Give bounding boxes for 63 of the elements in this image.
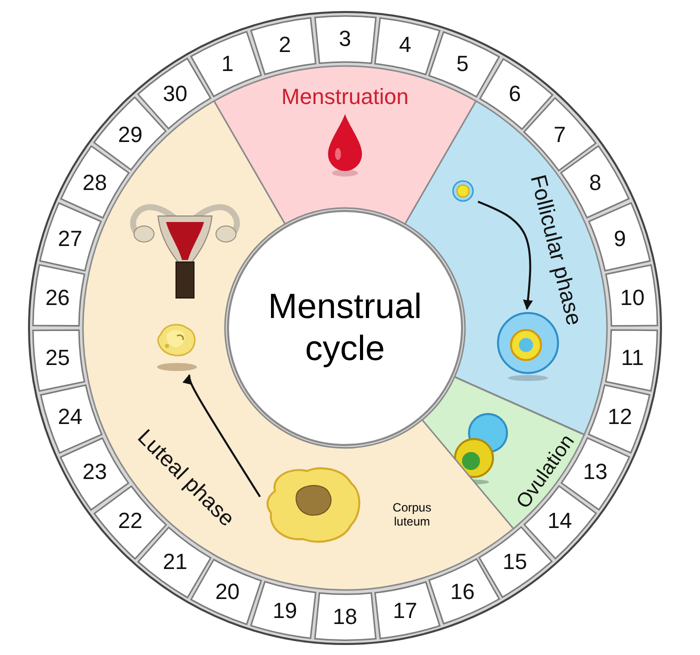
day-number: 20	[215, 581, 240, 603]
day-cell	[480, 58, 552, 128]
day-cell	[138, 528, 210, 598]
day-cell	[33, 330, 84, 391]
day-cell	[40, 204, 101, 271]
day-cell	[33, 266, 84, 326]
day-number: 22	[118, 510, 142, 532]
day-cell	[589, 385, 650, 452]
day-cell	[606, 330, 657, 390]
arrow	[182, 374, 261, 498]
day-cell	[524, 98, 596, 170]
follicle-icon	[451, 178, 475, 203]
day-number: 28	[82, 172, 107, 194]
day-number: 25	[45, 347, 70, 370]
day-cell	[314, 16, 374, 64]
day-number: 24	[58, 406, 82, 428]
day-number: 12	[608, 406, 632, 428]
day-cell	[61, 438, 129, 510]
day-cell	[588, 203, 650, 270]
day-number: 18	[332, 606, 358, 628]
day-cell	[376, 582, 440, 638]
day-number: 4	[398, 34, 412, 56]
day-number: 30	[162, 83, 188, 106]
day-number: 27	[58, 228, 82, 250]
day-cell	[252, 582, 316, 638]
day-number: 10	[620, 286, 645, 309]
center-label: Menstrual cycle	[267, 286, 423, 370]
day-number: 26	[45, 286, 70, 309]
day-number: 21	[162, 550, 188, 573]
day-number: 5	[456, 52, 469, 75]
day-number: 2	[278, 34, 292, 56]
picture-caption: Corpus luteum	[392, 500, 432, 530]
phase-label: Menstruation	[281, 84, 409, 110]
day-cell	[190, 32, 260, 97]
day-cell	[606, 265, 657, 326]
day-number: 14	[548, 510, 572, 532]
day-number: 29	[118, 124, 142, 146]
day-number: 11	[620, 347, 644, 370]
day-number: 6	[508, 83, 521, 106]
day-cell	[192, 560, 262, 624]
day-number: 3	[338, 28, 352, 50]
day-number: 8	[589, 172, 602, 194]
arrow	[478, 200, 533, 310]
phase-label: Follicular phase	[524, 172, 588, 328]
day-cell	[430, 559, 500, 624]
day-number: 17	[392, 600, 418, 622]
day-number: 7	[554, 124, 566, 146]
day-cell	[40, 386, 102, 453]
day-cell	[480, 526, 552, 597]
day-number: 9	[614, 228, 626, 250]
day-cell	[428, 32, 498, 96]
day-number: 23	[82, 461, 107, 484]
day-cell	[60, 147, 128, 218]
day-number: 19	[272, 600, 298, 622]
day-number: 1	[221, 52, 234, 75]
day-cell	[94, 486, 166, 558]
day-number: 16	[450, 581, 475, 603]
day-number: 15	[502, 550, 528, 573]
day-cell	[374, 18, 438, 74]
day-cell	[250, 18, 314, 74]
day-cell	[316, 592, 376, 640]
day-cell	[94, 98, 165, 170]
day-number: 13	[583, 461, 608, 484]
